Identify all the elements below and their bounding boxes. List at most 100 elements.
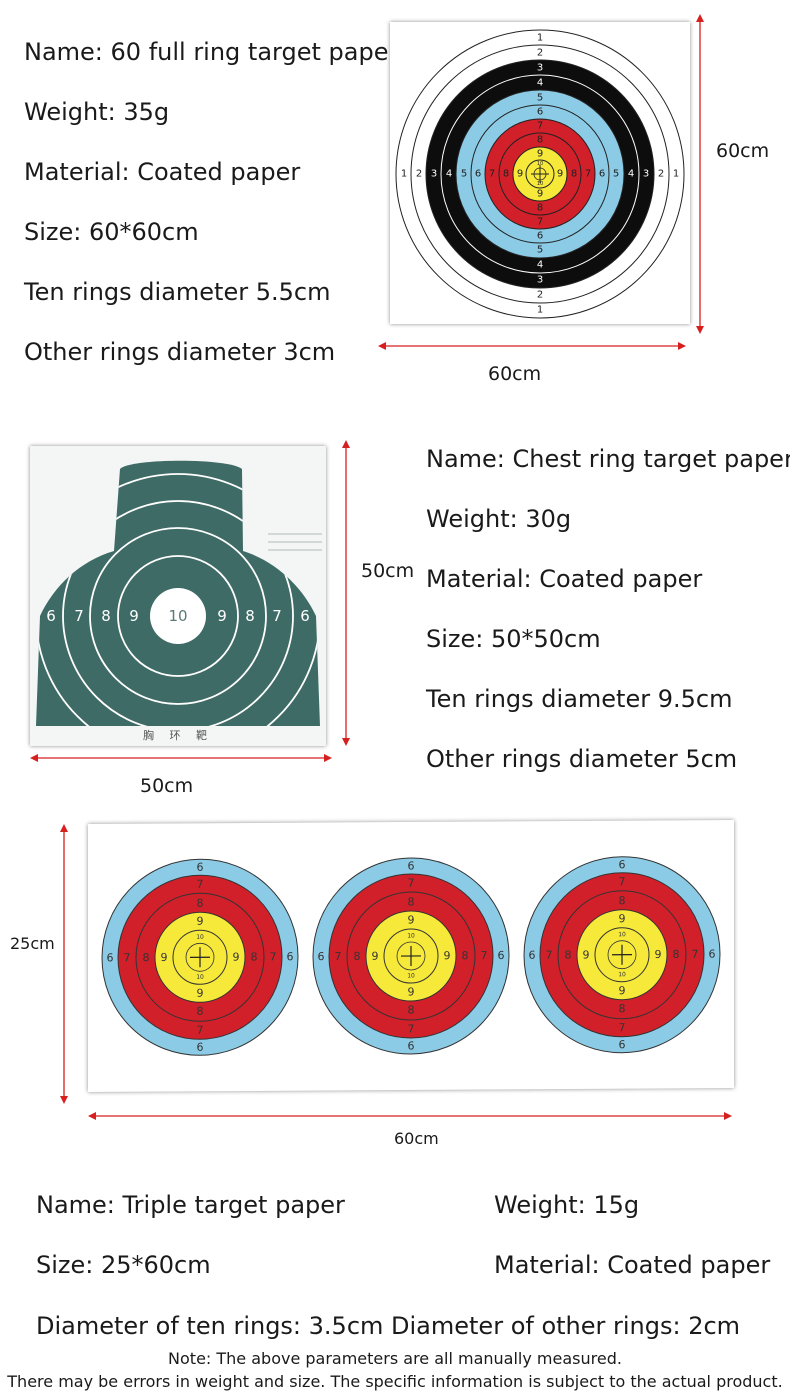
- product3-size: Size: 25*60cm: [36, 1251, 211, 1279]
- product2-target-image: 6 7 8 9 9 8 7 6 10 胸 环 靶: [30, 446, 326, 746]
- ring-label-1-right: 1: [673, 169, 679, 180]
- product1-weight: Weight: 35g: [24, 98, 170, 126]
- triple-right-label-7-right: 7: [692, 948, 699, 961]
- note-line-2: There may be errors in weight and size. …: [7, 1372, 783, 1391]
- ring-label-6-top: 6: [537, 107, 543, 118]
- ring-label-5-top: 5: [537, 93, 543, 104]
- chest-ring-label-10: 10: [168, 607, 187, 625]
- ring-label-7-left: 7: [489, 169, 495, 180]
- triple-left-label-7-bottom: 7: [197, 1024, 204, 1037]
- ring-label-4-right: 4: [628, 169, 634, 180]
- triple-left-label-10-top: 10: [196, 934, 204, 941]
- product1-material: Material: Coated paper: [24, 158, 301, 186]
- ring-label-3-left: 3: [431, 169, 437, 180]
- triple-middle-label-9-right: 9: [444, 949, 451, 962]
- ring-label-9-left: 9: [517, 169, 523, 180]
- ring-label-8-bottom: 8: [537, 203, 543, 214]
- ring-label-7-right: 7: [585, 169, 591, 180]
- product2-other-rings: Other rings diameter 5cm: [426, 745, 738, 773]
- triple-middle-label-7-right: 7: [481, 949, 488, 962]
- triple-right-label-10-top: 10: [618, 931, 626, 938]
- triple-left-label-8-top: 8: [197, 897, 204, 910]
- chest-ring-label-8-right: 8: [245, 607, 255, 625]
- ring-label-3-right: 3: [643, 169, 649, 180]
- product1-width-label: 60cm: [488, 363, 542, 385]
- full-ring-target-svg: 1 1 1 1 2 2 2 2 3 3 3 3 4 4 4 4 5 5 5 5: [395, 29, 685, 319]
- chest-ring-label-6-right: 6: [300, 607, 310, 625]
- product2-width-dimension-line: [30, 754, 332, 762]
- ring-label-6-left: 6: [475, 169, 481, 180]
- product1-height-dimension-line: [696, 14, 704, 334]
- ring-label-5-left: 5: [461, 169, 467, 180]
- ring-label-7-top: 7: [537, 121, 543, 132]
- product3-name: Name: Triple target paper: [36, 1191, 345, 1219]
- ring-label-4-bottom: 4: [537, 260, 543, 271]
- ring-label-2-bottom: 2: [537, 290, 543, 301]
- ring-label-9-top: 9: [537, 149, 543, 160]
- triple-left-label-9-bottom: 9: [197, 987, 204, 1000]
- chest-target-footer-label: 胸 环 靶: [143, 728, 213, 742]
- triple-right-label-6-left: 6: [529, 949, 536, 962]
- product2-name: Name: Chest ring target paper: [426, 445, 790, 473]
- triple-middle-label-6-top: 6: [408, 859, 415, 872]
- product2-width-label: 50cm: [140, 775, 194, 797]
- triple-middle-label-7-top: 7: [408, 876, 415, 889]
- triple-right-label-9-top: 9: [619, 912, 626, 925]
- triple-middle-label-9-left: 9: [372, 950, 379, 963]
- ring-label-8-left: 8: [503, 169, 509, 180]
- triple-right-label-8-top: 8: [619, 894, 626, 907]
- triple-middle-label-9-top: 9: [408, 913, 415, 926]
- triple-middle-label-10-top: 10: [407, 932, 415, 939]
- triple-middle-label-9-bottom: 9: [408, 985, 415, 998]
- triple-left-label-7-left: 7: [124, 951, 131, 964]
- product1-size: Size: 60*60cm: [24, 218, 199, 246]
- triple-right-label-7-bottom: 7: [619, 1021, 626, 1034]
- product3-width-dimension-line: [88, 1112, 732, 1120]
- triple-left-label-8-bottom: 8: [197, 1005, 204, 1018]
- chest-ring-label-8-left: 8: [101, 607, 111, 625]
- ring-label-9-bottom: 9: [537, 189, 543, 200]
- ring-label-1-bottom: 1: [537, 305, 543, 316]
- chest-ring-label-9-left: 9: [129, 607, 139, 625]
- product1-height-label: 60cm: [716, 140, 770, 162]
- triple-left-label-6-top: 6: [197, 861, 204, 874]
- product2-height-label: 50cm: [361, 560, 415, 582]
- product3-width-label: 60cm: [394, 1129, 439, 1148]
- ring-label-5-bottom: 5: [537, 245, 543, 256]
- triple-target-svg: 6 6 6 6 7 7 7 7 8 8 8 8 9 9 9 9 10 10: [101, 856, 721, 1056]
- triple-right-label-9-right: 9: [655, 948, 662, 961]
- triple-right-label-7-top: 7: [619, 875, 626, 888]
- score-table-lines: [268, 533, 322, 551]
- triple-target-left: 6 6 6 6 7 7 7 7 8 8 8 8 9 9 9 9 10 10: [101, 858, 299, 1056]
- product3-height-label: 25cm: [10, 934, 55, 953]
- triple-left-label-9-left: 9: [161, 951, 168, 964]
- ring-label-2-left: 2: [416, 169, 422, 180]
- triple-middle-label-8-top: 8: [408, 895, 415, 908]
- ring-label-3-top: 3: [537, 63, 543, 74]
- ring-label-10-bottom: 10: [537, 181, 543, 187]
- triple-right-label-8-left: 8: [565, 949, 572, 962]
- triple-left-label-6-left: 6: [107, 951, 114, 964]
- ring-label-5-right: 5: [613, 169, 619, 180]
- ring-label-3-bottom: 3: [537, 275, 543, 286]
- triple-right-label-10-bottom: 10: [618, 971, 626, 978]
- ring-label-1-left: 1: [401, 169, 407, 180]
- triple-left-label-9-top: 9: [197, 915, 204, 928]
- ring-label-6-right: 6: [599, 169, 605, 180]
- chest-ring-label-7-left: 7: [74, 607, 84, 625]
- ring-label-1-top: 1: [537, 33, 543, 44]
- product3-target-image: 6 6 6 6 7 7 7 7 8 8 8 8 9 9 9 9 10 10: [88, 820, 734, 1092]
- ring-label-4-left: 4: [446, 169, 452, 180]
- triple-middle-label-8-right: 8: [462, 949, 469, 962]
- triple-right-label-7-left: 7: [546, 949, 553, 962]
- triple-left-label-7-right: 7: [270, 950, 277, 963]
- triple-left-label-6-bottom: 6: [197, 1041, 204, 1054]
- ring-label-6-bottom: 6: [537, 231, 543, 242]
- product1-name: Name: 60 full ring target paper: [24, 38, 399, 66]
- product3-height-dimension-line: [60, 824, 68, 1104]
- product3-weight: Weight: 15g: [494, 1191, 640, 1219]
- product1-other-rings: Other rings diameter 3cm: [24, 338, 336, 366]
- triple-left-label-7-top: 7: [197, 878, 204, 891]
- chest-ring-label-9-right: 9: [217, 607, 227, 625]
- ring-label-9-right: 9: [557, 169, 563, 180]
